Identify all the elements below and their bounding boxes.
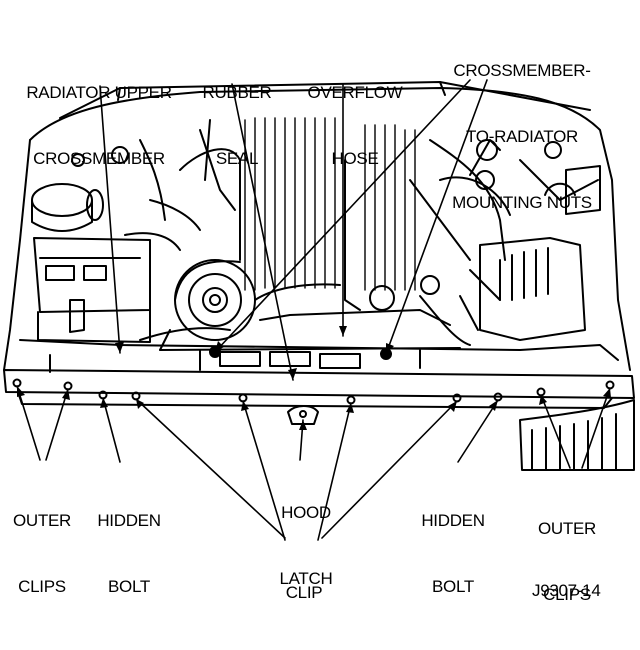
label-line: OUTER [12, 511, 71, 530]
radiator-core [244, 117, 416, 291]
label-hood-latch: HOOD LATCH [268, 458, 344, 634]
label-line: BOLT [108, 577, 150, 596]
label-line: RADIATOR UPPER [26, 83, 172, 102]
hood-outline [3, 81, 631, 371]
label-hidden-bolt-left: HIDDEN BOLT [88, 466, 170, 642]
crossmember-bar [3, 369, 635, 425]
fan-pulley [159, 259, 341, 351]
label-line: HOOD [281, 503, 331, 522]
label-line: BOLT [432, 577, 474, 596]
label-radiator-upper-crossmember: RADIATOR UPPER CROSSMEMBER [18, 38, 180, 214]
label-line: RUBBER [202, 83, 272, 102]
air-cleaner [419, 141, 601, 346]
label-overflow-hose: OVERFLOW HOSE [296, 38, 414, 214]
engine-bay-illustration [3, 79, 635, 541]
figure-id: J9307-14 [532, 581, 601, 600]
label-line: CROSSMEMBER- [453, 61, 591, 80]
label-line: HIDDEN [421, 511, 485, 530]
air-intake [31, 139, 166, 232]
label-line: OVERFLOW [307, 83, 403, 102]
leader-lines [16, 79, 611, 541]
fender-panel [519, 399, 635, 471]
label-line: HIDDEN [97, 511, 161, 530]
label-rubber-seal: RUBBER SEAL [196, 38, 278, 214]
label-hidden-bolt-right: HIDDEN BOLT [412, 466, 494, 642]
label-line: CLIPS [543, 585, 591, 604]
label-outer-clips-left: OUTER CLIPS [6, 466, 78, 642]
engine-parts [124, 119, 511, 311]
label-line: SEAL [215, 149, 259, 168]
engine-diagram: RADIATOR UPPER CROSSMEMBER RUBBER SEAL O… [3, 16, 635, 604]
label-line: MOUNTING NUTS [452, 193, 592, 212]
label-line: CLIPS [18, 577, 66, 596]
label-line: HOSE [331, 149, 379, 168]
label-line: TO-RADIATOR [466, 127, 578, 146]
front-apron [19, 309, 619, 373]
label-line: CROSSMEMBER [33, 149, 165, 168]
arrowheads [17, 326, 611, 430]
battery [33, 237, 151, 343]
label-line: CLIP [285, 583, 323, 602]
label-clip: CLIP [272, 538, 336, 648]
label-crossmember-mounting-nuts: CROSSMEMBER- TO-RADIATOR MOUNTING NUTS [432, 16, 612, 258]
label-outer-clips-right: OUTER CLIPS [528, 474, 606, 650]
label-line: LATCH [279, 569, 333, 588]
label-line: OUTER [537, 519, 596, 538]
